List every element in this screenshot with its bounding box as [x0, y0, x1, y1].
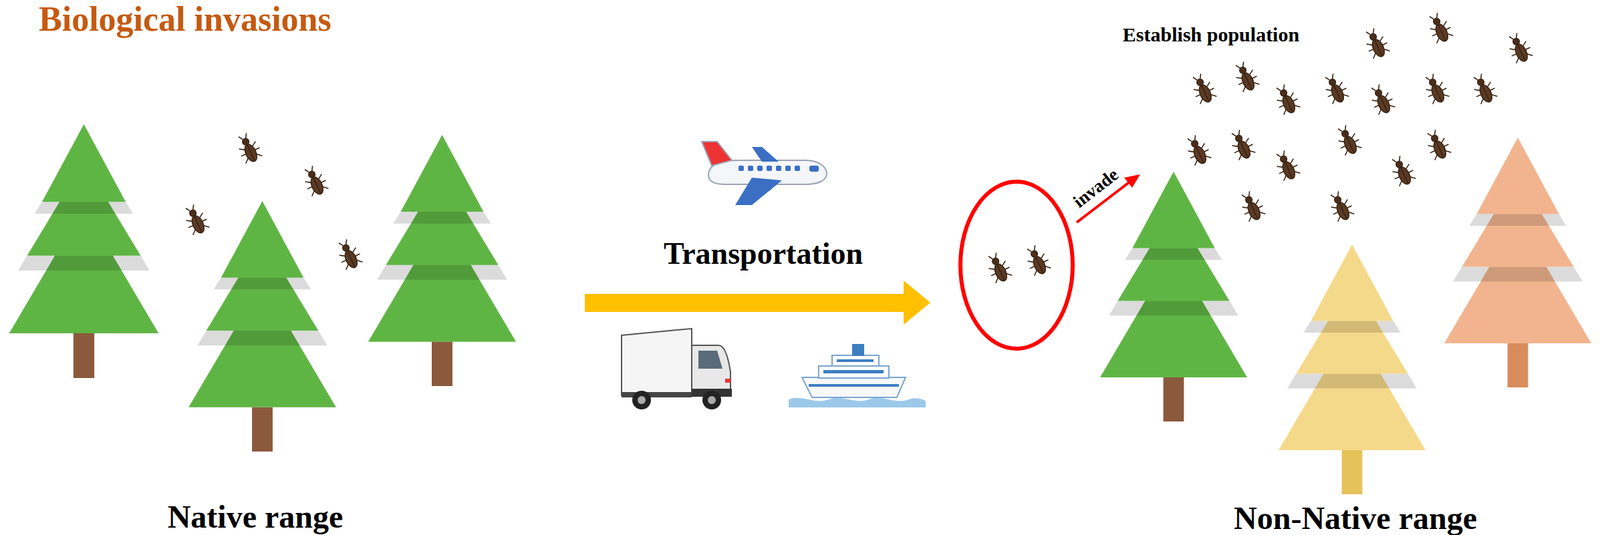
stage-label: Establish population: [1122, 23, 1300, 46]
highlight-ellipse: [960, 181, 1073, 349]
beetle-group: [180, 130, 365, 273]
tree: [188, 201, 337, 452]
range-label: Native range: [167, 499, 344, 535]
ship: [788, 344, 926, 408]
tree: [1278, 244, 1426, 495]
truck: [621, 328, 732, 410]
transport-arrow: [584, 280, 931, 325]
beetle-group: [983, 243, 1053, 286]
tree: [1444, 137, 1592, 388]
airplane: [701, 141, 827, 206]
tree: [9, 124, 160, 379]
transport-label: Transportation: [663, 237, 863, 272]
tree: [368, 135, 516, 387]
tree: [1100, 171, 1248, 422]
invade-label: invade: [1070, 165, 1123, 213]
diagram-title: Biological invasions: [38, 0, 332, 39]
range-label: Non-Native range: [1233, 501, 1478, 535]
